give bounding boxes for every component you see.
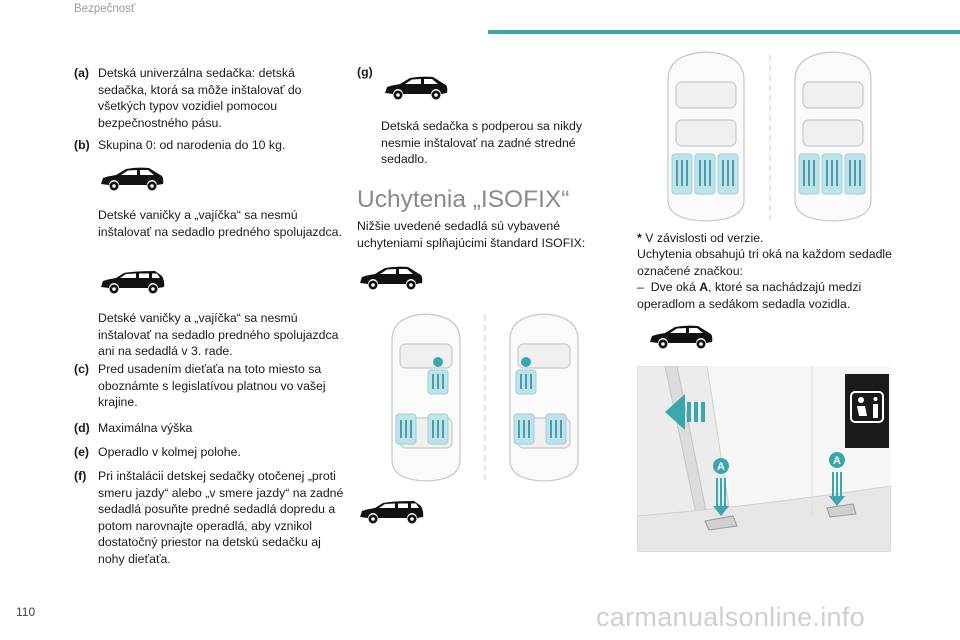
isofix-star-icon (433, 357, 443, 367)
car-suv-icon (101, 167, 164, 191)
anchor-marker-a-label: A (833, 455, 841, 467)
legend-item-d: (d) Maximálna výška (74, 420, 344, 437)
bullet-post: , ktoré sa nachádzajú medzi operadlom a … (637, 280, 862, 311)
section-title: Bezpečnosť (74, 3, 136, 15)
legend-label: (a) (74, 66, 90, 80)
car-topview-left (667, 51, 745, 222)
legend-item-f: (f) Pri inštalácii detskej sedačky otoče… (74, 468, 344, 568)
anchor-marker-a (713, 458, 729, 474)
isofix-note: * V závislosti od verzie. (637, 230, 897, 247)
legend-item-b: (b) Skupina 0: od narodenia do 10 kg. (74, 137, 344, 154)
isofix-seat-diagram-5-seat (391, 313, 579, 482)
car-suv-icon (650, 325, 713, 349)
car-suv-icon (385, 76, 448, 100)
watermark: carmanualsonline.info (596, 602, 865, 632)
legend-item-e: (e) Operadlo v kolmej polohe. (74, 444, 344, 461)
legend-label-g: (g) (357, 65, 373, 79)
legend-text: Operadlo v kolmej polohe. (98, 445, 241, 459)
isofix-star-icon (521, 357, 531, 367)
isofix-description: Uchytenia obsahujú tri oká na každom sed… (637, 247, 892, 278)
legend-text: Pri inštalácii detskej sedačky otočenej … (98, 469, 344, 566)
anchor-marker-a (829, 452, 845, 468)
bullet-pre: Dve oká (650, 280, 700, 294)
note-b2: Detské vaničky a „vajíčka“ sa nesmú inšt… (98, 311, 339, 359)
bullet-bold: A (699, 280, 709, 294)
header-accent-bar (488, 30, 960, 34)
isofix-anchor-illustration: A A (637, 366, 891, 552)
car-wagon-icon (360, 501, 424, 524)
isofix-child-seat-icon (845, 374, 889, 448)
legend-label: (e) (74, 445, 90, 459)
car-suv-icon (360, 266, 423, 290)
note-g: Detská sedačka s podperou sa nikdy nesmi… (381, 119, 582, 167)
isofix-seat-diagram-7-seat (667, 51, 872, 222)
isofix-bullet: – Dve oká A, ktoré sa nachádzajú medzi o… (637, 279, 897, 312)
section-heading-isofix: Uchytenia „ISOFIX“ (357, 186, 570, 213)
car-topview-right (794, 51, 872, 222)
legend-text: Detská univerzálna sedačka: detská sedač… (98, 66, 302, 130)
isofix-intro: Nižšie uvedené sedadlá sú vybavené uchyt… (357, 219, 586, 250)
legend-item-a: (a) Detská univerzálna sedačka: detská s… (74, 65, 344, 131)
page-number: 110 (16, 605, 36, 619)
legend-label: (b) (74, 138, 90, 152)
direction-arrow-icon (665, 394, 705, 430)
car-wagon-icon (101, 271, 165, 294)
bullet-dash: – (637, 280, 644, 294)
legend-text: Maximálna výška (98, 421, 193, 435)
note-text: V závislosti od verzie. (641, 231, 764, 245)
car-topview-right (509, 313, 579, 482)
legend-text: Skupina 0: od narodenia do 10 kg. (98, 138, 286, 152)
legend-label: (d) (74, 421, 90, 435)
legend-label: (f) (74, 469, 87, 483)
note-star: * (637, 231, 642, 245)
legend-label: (c) (74, 362, 90, 376)
note-b1: Detské vaničky a „vajíčka“ sa nesmú inšt… (98, 208, 342, 239)
anchor-marker-a-label: A (717, 461, 725, 473)
car-topview-left (391, 313, 461, 482)
legend-text: Pred usadením dieťaťa na toto miesto sa … (98, 362, 326, 410)
legend-item-c: (c) Pred usadením dieťaťa na toto miesto… (74, 361, 344, 411)
